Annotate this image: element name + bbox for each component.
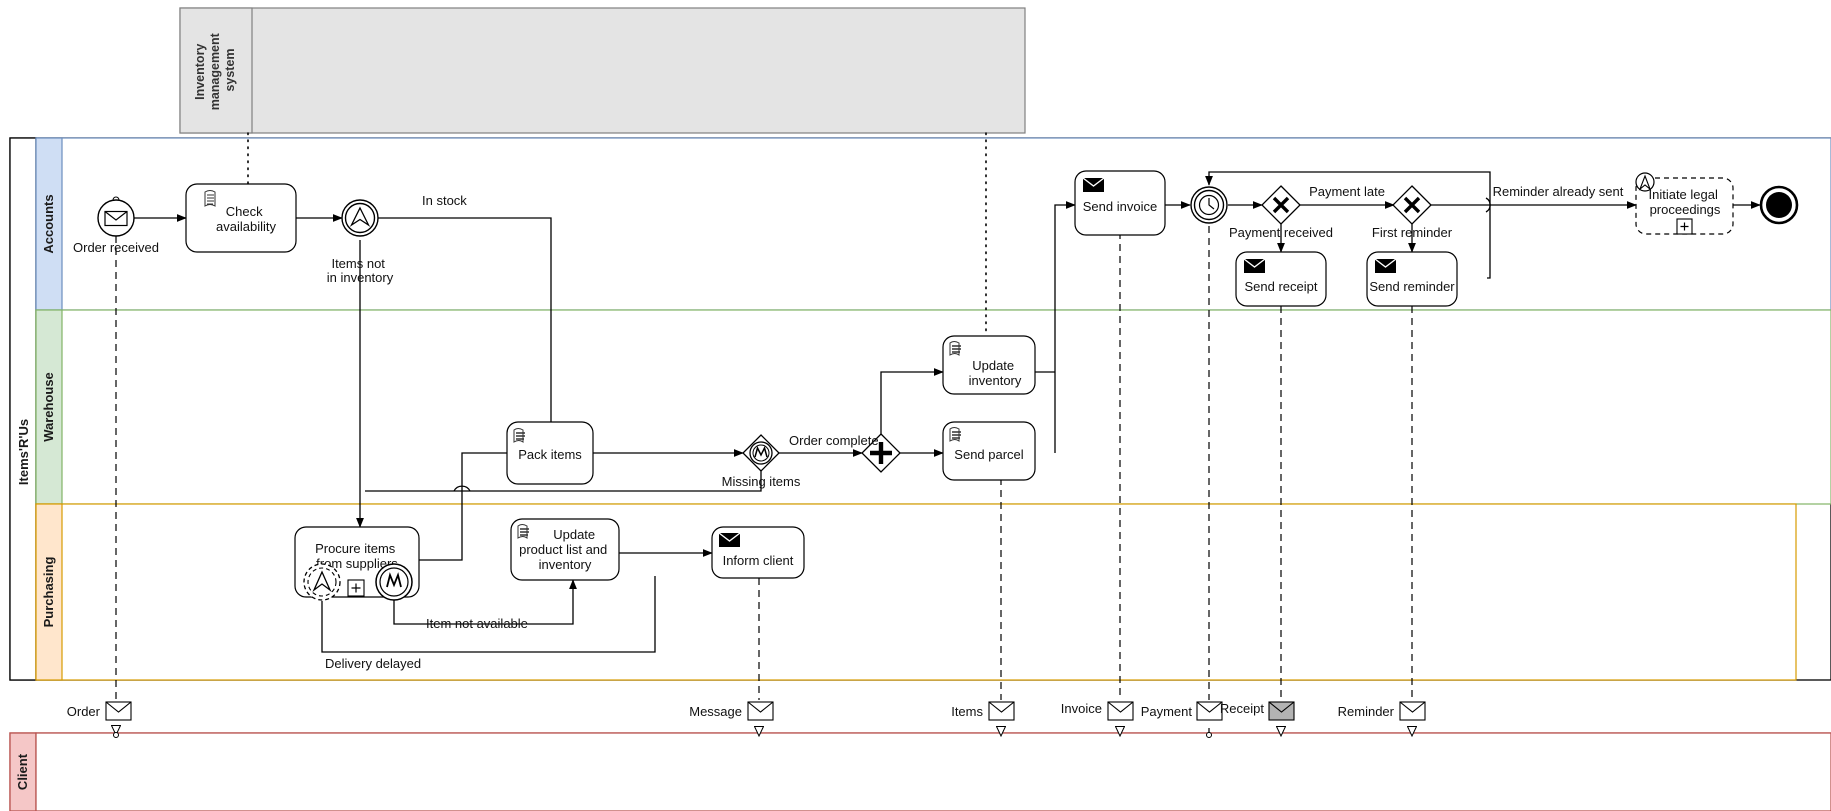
- task-label-procure-items: Procure items from suppliers: [315, 541, 399, 571]
- flow-missing-items-to-procure: [365, 471, 762, 492]
- boundary-event-delivery-delayed[interactable]: [303, 563, 341, 601]
- flow-jump-arc: [1485, 197, 1491, 213]
- event-items-not-in-inventory[interactable]: [341, 199, 379, 237]
- flow-sendreminder-loop-to-timer: [1205, 171, 1491, 279]
- flow-sendparcel-to-sendinvoice: [1054, 201, 1076, 453]
- message-label-invoice: Invoice: [1061, 701, 1102, 716]
- manual-task-icon: [949, 341, 961, 356]
- task-label-update-inventory: Update inventory: [969, 358, 1022, 388]
- gateway-payment-exclusive[interactable]: [1261, 185, 1301, 225]
- flow-procure-to-pack: [419, 449, 528, 561]
- flow-label-payment-late: Payment late: [1309, 184, 1385, 199]
- event-order-received[interactable]: [97, 199, 135, 237]
- message-order[interactable]: [105, 701, 132, 721]
- lane-label-warehouse: Warehouse: [41, 372, 56, 442]
- task-initiate-legal-proceedings[interactable]: Initiate legal proceedings: [1635, 172, 1734, 235]
- event-label-items-not-in-inventory: Items not in inventory: [327, 256, 394, 285]
- message-items[interactable]: [988, 701, 1015, 721]
- task-inform-client[interactable]: Inform client: [711, 526, 805, 579]
- task-label-send-receipt: Send receipt: [1245, 279, 1318, 294]
- task-update-inventory[interactable]: Update inventory: [942, 335, 1036, 395]
- flow-label-item-not-available: Item not available: [426, 616, 528, 631]
- manual-task-icon: [949, 427, 961, 442]
- flow-label-in-stock: In stock: [422, 193, 467, 208]
- flow-label-missing-items: Missing items: [722, 474, 801, 489]
- boundary-event-item-not-available[interactable]: [375, 563, 413, 601]
- manual-task-icon: [517, 524, 529, 539]
- pool-label-inventory-system: Inventory management system: [193, 30, 237, 111]
- send-message-icon: [1082, 177, 1105, 192]
- message-label-message: Message: [689, 704, 742, 719]
- task-label-update-product-list: Update product list and inventory: [519, 527, 611, 572]
- business-rule-icon: [204, 190, 216, 207]
- flow-label-payment-received: Payment received: [1229, 225, 1333, 240]
- flow-label-delivery-delayed: Delivery delayed: [325, 656, 421, 671]
- task-label-send-invoice: Send invoice: [1083, 199, 1157, 214]
- flow-label-order-complete: Order complete: [789, 433, 879, 448]
- task-send-receipt[interactable]: Send receipt: [1235, 251, 1327, 307]
- pool-label-client: Client: [15, 753, 30, 790]
- pool-inventory-management-system[interactable]: Inventory management system: [179, 7, 1026, 134]
- task-label-pack-items: Pack items: [518, 447, 582, 462]
- message-label-reminder: Reminder: [1338, 704, 1395, 719]
- msg-endpoint-payment: [1206, 732, 1212, 738]
- message-label-receipt: Receipt: [1220, 701, 1264, 716]
- lane-label-accounts: Accounts: [41, 194, 56, 253]
- send-message-icon: [718, 532, 741, 547]
- lane-accounts[interactable]: Accounts: [35, 137, 1831, 311]
- message-payment[interactable]: [1196, 701, 1223, 721]
- task-check-availability[interactable]: Check availability: [185, 183, 297, 253]
- collapsed-subprocess-marker: [1676, 218, 1693, 235]
- task-update-product-list-and-inventory[interactable]: Update product list and inventory: [510, 518, 620, 581]
- message-message[interactable]: [747, 701, 774, 721]
- pool-label-itemsrus: Items'R'Us: [16, 419, 31, 485]
- flow-item-not-available: [393, 579, 577, 625]
- task-label-send-parcel: Send parcel: [954, 447, 1023, 462]
- message-invoice[interactable]: [1107, 701, 1134, 721]
- task-label-initiate-legal-proceedings: Initiate legal proceedings: [1648, 187, 1721, 217]
- event-timer-payment[interactable]: [1190, 186, 1228, 224]
- task-label-check-availability: Check availability: [216, 204, 276, 234]
- msg-endpoint-order: [113, 732, 119, 738]
- escalation-icon: [1635, 172, 1655, 192]
- flow-label-first-reminder: First reminder: [1372, 225, 1453, 240]
- message-label-order: Order: [67, 704, 101, 719]
- manual-task-icon: [513, 428, 525, 443]
- lane-label-purchasing: Purchasing: [41, 557, 56, 628]
- message-label-items: Items: [951, 704, 983, 719]
- flow-delivery-delayed: [321, 576, 656, 653]
- task-label-send-reminder: Send reminder: [1369, 279, 1455, 294]
- message-label-payment: Payment: [1141, 704, 1193, 719]
- task-label-inform-client: Inform client: [723, 553, 794, 568]
- task-send-parcel[interactable]: Send parcel: [942, 421, 1036, 481]
- gateway-parallel-join[interactable]: [861, 433, 901, 473]
- send-message-icon: [1243, 258, 1266, 273]
- task-pack-items[interactable]: Pack items: [506, 421, 594, 485]
- event-label-order-received: Order received: [73, 240, 159, 255]
- collapsed-subprocess-marker: [347, 579, 365, 597]
- message-receipt[interactable]: [1268, 701, 1295, 721]
- task-send-reminder[interactable]: Send reminder: [1366, 251, 1458, 307]
- flow-label-reminder-already-sent: Reminder already sent: [1493, 184, 1624, 199]
- gateway-reminder-exclusive[interactable]: [1392, 185, 1432, 225]
- event-end-terminate[interactable]: [1759, 185, 1799, 225]
- event-signal-order-complete[interactable]: [742, 434, 780, 472]
- task-send-invoice[interactable]: Send invoice: [1074, 170, 1166, 236]
- lane-warehouse[interactable]: Warehouse: [35, 309, 1831, 505]
- message-reminder[interactable]: [1399, 701, 1426, 721]
- flow-join-to-updateinventory: [880, 368, 944, 453]
- pool-client[interactable]: Client: [9, 732, 1831, 811]
- flow-instock-to-pack: [378, 217, 555, 439]
- send-message-icon: [1374, 258, 1397, 273]
